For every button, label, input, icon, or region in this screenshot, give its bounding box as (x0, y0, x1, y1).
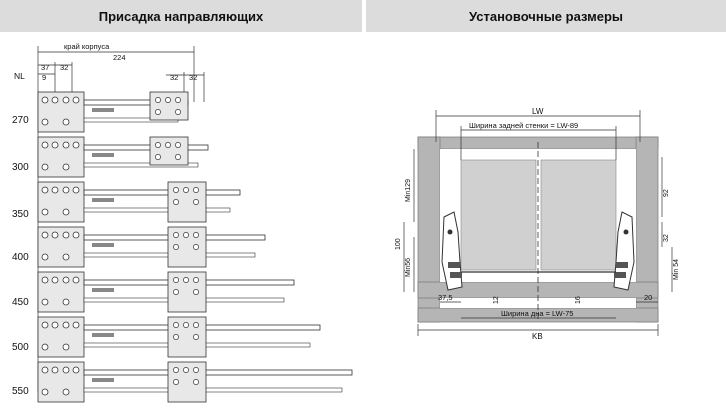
nl-450: 450 (12, 297, 29, 308)
dim-9: 9 (42, 73, 46, 82)
nl-row-labels: 270 300 350 400 450 500 550 (12, 115, 29, 397)
right-runner (613, 211, 635, 291)
install-panel: Установочные размеры (366, 0, 726, 413)
nl-500: 500 (12, 342, 29, 353)
nl-400: 400 (12, 252, 29, 263)
dim-kb: KB (532, 332, 543, 341)
dim-37: 37 (41, 63, 49, 72)
nl-300: 300 (12, 162, 29, 173)
dim-37-5: 37,5 (438, 293, 453, 302)
dim-224: 224 (113, 53, 126, 62)
nl-270: 270 (12, 115, 29, 126)
dim-lw: LW (532, 107, 544, 116)
dim-32-a: 32 (60, 63, 68, 72)
runner-row (37, 361, 353, 403)
dim-12: 12 (493, 296, 500, 304)
drawer-back-right (540, 159, 617, 271)
runner-row (37, 136, 209, 178)
runner-row (37, 91, 189, 133)
nl-350: 350 (12, 209, 29, 220)
runner-rows (37, 91, 353, 403)
dim-32: 32 (663, 234, 670, 242)
mounting-header: Присадка направляющих (0, 0, 362, 32)
mounting-title: Присадка направляющих (98, 8, 264, 24)
mounting-panel: Присадка направляющих край корпуса 224 3… (0, 0, 362, 413)
dim-min56: Min56 (405, 258, 412, 277)
dim-32-c: 32 (189, 73, 197, 82)
install-drawing: LW Ширина задней стенки = LW-89 Ширина д… (395, 107, 680, 341)
dim-92: 92 (663, 189, 670, 197)
dim-20: 20 (644, 293, 652, 302)
dim-32-b: 32 (170, 73, 178, 82)
dim-100: 100 (395, 238, 402, 250)
dim-min54: Min 54 (673, 259, 680, 280)
mounting-drawing: край корпуса 224 37 32 9 32 32 NL 270 30… (12, 42, 353, 403)
mounting-drawing-area: край корпуса 224 37 32 9 32 32 NL 270 30… (0, 32, 362, 413)
install-dimensions (403, 110, 673, 336)
install-header: Установочные размеры (366, 0, 726, 32)
left-runner (441, 211, 463, 291)
runner-row (37, 316, 321, 358)
nl-550: 550 (12, 386, 29, 397)
edge-label: край корпуса (64, 42, 110, 51)
dim-min129: Min129 (405, 179, 412, 202)
back-wall-label: Ширина задней стенки = LW-89 (469, 121, 578, 130)
install-title: Установочные размеры (468, 8, 624, 24)
install-drawing-area: LW Ширина задней стенки = LW-89 Ширина д… (366, 32, 726, 413)
runner-row (37, 226, 266, 268)
dim-16: 16 (575, 296, 582, 304)
runner-row (37, 181, 241, 223)
runner-row (37, 271, 295, 313)
nl-label: NL (14, 71, 25, 81)
bottom-width-label: Ширина дна = LW-75 (501, 309, 573, 318)
drawer-back-left (460, 159, 537, 271)
